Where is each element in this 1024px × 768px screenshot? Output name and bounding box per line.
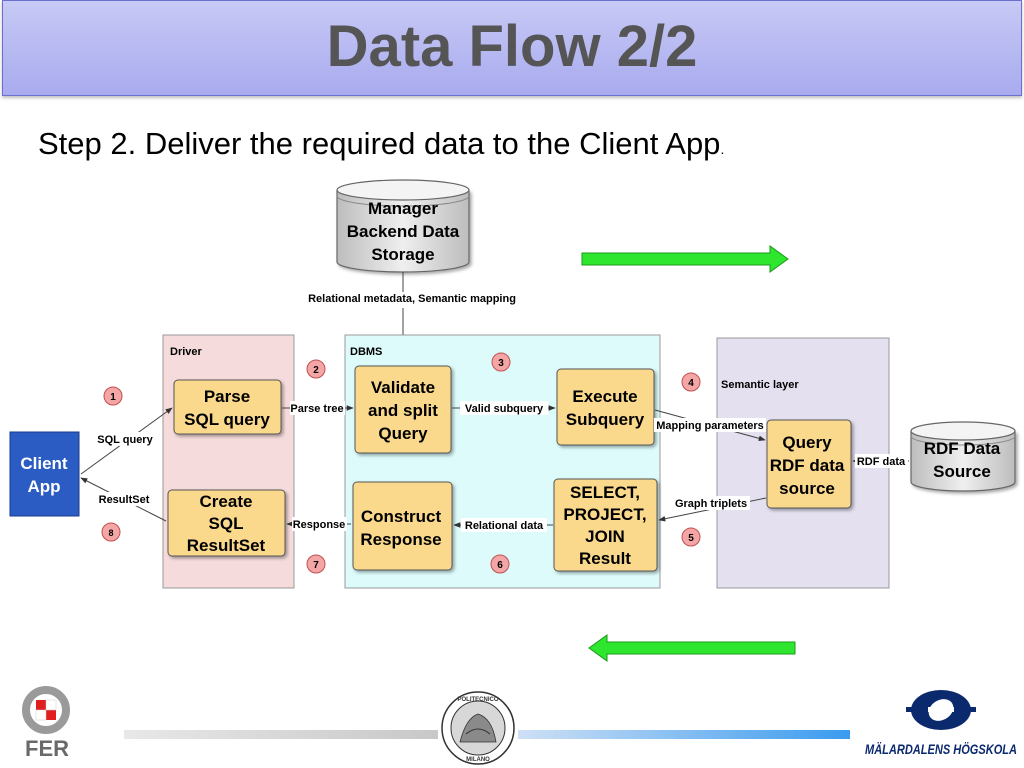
construct-response-box <box>352 481 453 571</box>
response-label: Response <box>293 519 346 531</box>
step-5-circle <box>681 527 701 547</box>
response-label-bg <box>292 517 347 531</box>
step-1-label: 1 <box>110 392 116 403</box>
rdf-source-cylinder: RDF Data Source <box>910 421 1016 492</box>
graph-triplets-label: Graph triplets <box>675 498 747 510</box>
execute-subquery-box <box>556 368 655 446</box>
subtitle-trail: . <box>720 141 725 157</box>
parse-sql-box <box>173 379 282 435</box>
graph-triplets-label-bg <box>672 496 750 510</box>
footer-line-right <box>518 730 850 739</box>
step-7-circle <box>306 554 326 574</box>
mdh-logo-text: MÄLARDALENS HÖGSKOLA <box>865 741 1017 757</box>
step-6-circle <box>490 554 510 574</box>
rdf-source-line1: RDF Data <box>924 439 1001 458</box>
select-line3: JOIN <box>585 527 625 546</box>
select-line4: Result <box>579 549 631 568</box>
mdh-logo: MÄLARDALENS HÖGSKOLA <box>865 690 1017 757</box>
rdf-source-line2: Source <box>933 462 991 481</box>
query-rdf-box <box>766 419 852 509</box>
sql-query-label: SQL query <box>97 434 153 446</box>
create-line1: Create <box>200 492 253 511</box>
valid-subquery-label: Valid subquery <box>465 403 544 415</box>
mapping-parameters-label: Mapping parameters <box>656 420 764 432</box>
resultset-label-bg <box>95 492 155 506</box>
parse-tree-label: Parse tree <box>290 403 343 415</box>
green-left-arrow <box>588 634 796 662</box>
valid-subquery-label-bg <box>460 401 548 415</box>
parse-line1: Parse <box>204 387 250 406</box>
slide-title: Data Flow 2/2 <box>326 14 698 79</box>
query-line1: Query <box>782 433 832 452</box>
query-line3: source <box>779 479 835 498</box>
dbms-panel-label: DBMS <box>350 346 382 358</box>
step-1-circle <box>103 386 123 406</box>
client-app-line2: App <box>27 477 60 496</box>
storage-edge-label: Relational metadata, Semantic mapping <box>308 293 516 305</box>
construct-line1: Construct <box>361 507 442 526</box>
step-8-label: 8 <box>108 528 113 538</box>
parse-tree-label-bg <box>290 401 345 415</box>
storage-line2: Backend Data <box>347 222 460 241</box>
storage-line1: Manager <box>368 199 438 218</box>
step-2-circle <box>306 359 326 379</box>
select-line2: PROJECT, <box>563 505 646 524</box>
seal-bottom-text: MILANO <box>466 757 490 763</box>
step-4-circle <box>681 372 701 392</box>
resultset-label: ResultSet <box>99 494 150 506</box>
storage-line3: Storage <box>371 245 434 264</box>
validate-line2: and split <box>368 401 438 420</box>
create-resultset-box <box>167 489 286 557</box>
step-circles: 1 2 3 4 5 6 7 8 <box>101 352 701 574</box>
step-2-label: 2 <box>313 365 319 376</box>
backend-storage-cylinder: Manager Backend Data Storage <box>336 179 470 273</box>
relational-data-label-bg <box>461 518 547 532</box>
step-3-label: 3 <box>498 358 504 369</box>
validate-split-box <box>354 365 452 454</box>
validate-line1: Validate <box>371 378 435 397</box>
step-5-label: 5 <box>688 533 694 544</box>
semantic-panel-label: Semantic layer <box>721 379 799 391</box>
footer-line-left <box>124 730 438 739</box>
mapping-label-bg <box>654 418 766 432</box>
step-3-circle <box>491 352 511 372</box>
query-line2: RDF data <box>770 456 845 475</box>
relational-data-label: Relational data <box>465 520 544 532</box>
slide-subtitle: Step 2. Deliver the required data to the… <box>38 126 724 162</box>
green-right-arrow <box>581 245 789 273</box>
select-line1: SELECT, <box>570 483 640 502</box>
politecnico-seal: POLITECNICO MILANO <box>441 691 515 765</box>
step-4-label: 4 <box>688 378 694 389</box>
create-line2: SQL <box>209 514 244 533</box>
client-app-box <box>9 431 80 517</box>
title-bar: Data Flow 2/2 <box>2 0 1022 96</box>
parse-line2: SQL query <box>184 410 270 429</box>
step-7-label: 7 <box>313 560 319 571</box>
execute-line1: Execute <box>572 387 637 406</box>
construct-line2: Response <box>360 530 441 549</box>
rdf-data-label: RDF data <box>857 456 906 468</box>
fer-logo-text: FER <box>25 736 69 760</box>
sql-query-label-bg <box>95 432 155 446</box>
select-project-join-box <box>553 478 658 572</box>
fer-logo: FER <box>22 686 70 760</box>
seal-top-text: POLITECNICO <box>457 697 498 703</box>
validate-line3: Query <box>378 424 428 443</box>
driver-panel-label: Driver <box>170 346 203 358</box>
step-6-label: 6 <box>497 560 503 571</box>
subtitle-text: Step 2. Deliver the required data to the… <box>38 126 721 161</box>
rdf-data-label-bg <box>855 454 908 468</box>
execute-line2: Subquery <box>566 410 645 429</box>
client-app-line1: Client <box>20 454 68 473</box>
step-8-circle <box>101 522 121 542</box>
create-line3: ResultSet <box>187 536 266 555</box>
